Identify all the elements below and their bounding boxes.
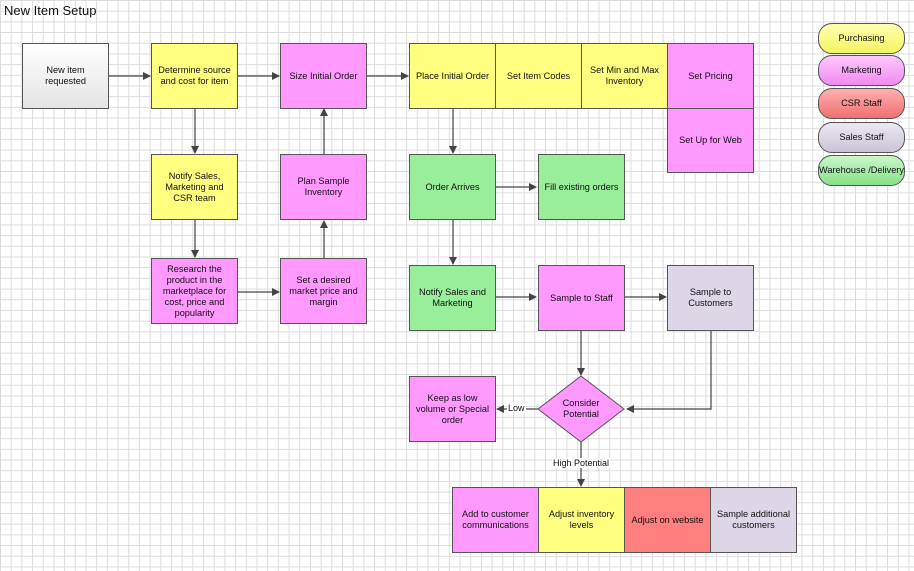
node-place-initial-order[interactable]: Place Initial Order bbox=[409, 43, 496, 109]
legend-sales-staff: Sales Staff bbox=[818, 122, 905, 153]
edge-label-high-potential: High Potential bbox=[552, 458, 611, 468]
node-sample-to-staff[interactable]: Sample to Staff bbox=[538, 265, 625, 331]
legend-warehouse-delivery: Warehouse /Delivery bbox=[818, 155, 905, 186]
node-keep-low-volume[interactable]: Keep as low volume or Special order bbox=[409, 376, 496, 442]
node-sample-additional[interactable]: Sample additional customers bbox=[710, 487, 797, 553]
node-notify-team[interactable]: Notify Sales, Marketing and CSR team bbox=[151, 154, 238, 220]
legend-csr-staff: CSR Staff bbox=[818, 88, 905, 119]
node-set-item-codes[interactable]: Set Item Codes bbox=[495, 43, 582, 109]
node-determine-source[interactable]: Determine source and cost for item bbox=[151, 43, 238, 109]
node-set-pricing[interactable]: Set Pricing bbox=[667, 43, 754, 109]
node-adjust-inventory[interactable]: Adjust inventory levels bbox=[538, 487, 625, 553]
node-order-arrives[interactable]: Order Arrives bbox=[409, 154, 496, 220]
node-plan-sample[interactable]: Plan Sample Inventory bbox=[280, 154, 367, 220]
legend-purchasing: Purchasing bbox=[818, 23, 905, 54]
node-notify-sales-marketing[interactable]: Notify Sales and Marketing bbox=[409, 265, 496, 331]
edge-label-low: Low bbox=[507, 403, 526, 413]
arrow-customers-to-consider bbox=[626, 330, 712, 413]
node-set-market-price[interactable]: Set a desired market price and margin bbox=[280, 258, 367, 324]
node-adjust-website[interactable]: Adjust on website bbox=[624, 487, 711, 553]
node-set-min-max[interactable]: Set Min and Max Inventory bbox=[581, 43, 668, 109]
node-set-up-web[interactable]: Set Up for Web bbox=[667, 108, 754, 173]
decision-diamond bbox=[537, 375, 625, 443]
node-sample-to-customers[interactable]: Sample to Customers bbox=[667, 265, 754, 331]
node-research-product[interactable]: Research the product in the marketplace … bbox=[151, 258, 238, 324]
decision-label[interactable]: Consider Potential bbox=[562, 398, 600, 419]
node-new-item[interactable]: New item requested bbox=[22, 43, 109, 109]
legend-marketing: Marketing bbox=[818, 55, 905, 86]
node-add-customer-comm[interactable]: Add to customer communications bbox=[452, 487, 539, 553]
page-title: New Item Setup bbox=[4, 3, 97, 18]
node-fill-orders[interactable]: Fill existing orders bbox=[538, 154, 625, 220]
node-size-initial-order[interactable]: Size Initial Order bbox=[280, 43, 367, 109]
